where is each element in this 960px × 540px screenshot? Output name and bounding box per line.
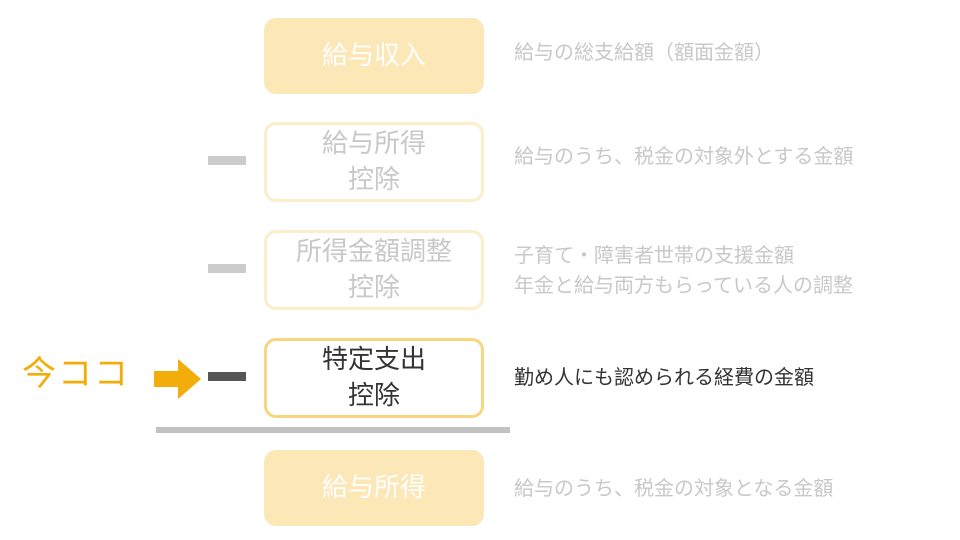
minus-icon <box>208 264 246 273</box>
step-label-line-2: 控除 <box>347 381 400 411</box>
arrow-right-icon <box>154 359 201 399</box>
minus-icon <box>208 372 246 381</box>
total-divider-line <box>156 427 510 433</box>
step-label: 給与所得 <box>321 473 426 503</box>
current-position-label: 今ココ <box>22 354 130 394</box>
step-description-employment-income: 給与のうち、税金の対象となる金額 <box>514 476 834 500</box>
step-box-salary-income: 給与収入 <box>264 18 484 94</box>
step-box-employment-income-deduction: 給与所得 控除 <box>264 122 484 202</box>
minus-icon <box>208 156 246 165</box>
step-description-employment-income-deduction: 給与のうち、税金の対象外とする金額 <box>514 144 854 168</box>
step-label-line-2: 控除 <box>347 165 400 195</box>
step-description-income-adjustment-deduction: 子育て・障害者世帯の支援金額 年金と給与両方もらっている人の調整 <box>514 243 853 297</box>
step-description-salary-income: 給与の総支給額（額面金額） <box>514 40 774 64</box>
step-label-line-1: 給与所得 <box>321 129 426 159</box>
step-label-line-1: 所得金額調整 <box>295 237 452 267</box>
step-description-specific-expenditure-deduction: 勤め人にも認められる経費の金額 <box>514 365 814 389</box>
step-label: 給与収入 <box>321 41 426 71</box>
step-box-employment-income: 給与所得 <box>264 450 484 526</box>
step-label-line-2: 控除 <box>347 273 400 303</box>
step-label-line-1: 特定支出 <box>321 345 426 375</box>
step-box-specific-expenditure-deduction: 特定支出 控除 <box>264 338 484 418</box>
step-box-income-adjustment-deduction: 所得金額調整 控除 <box>264 230 484 310</box>
